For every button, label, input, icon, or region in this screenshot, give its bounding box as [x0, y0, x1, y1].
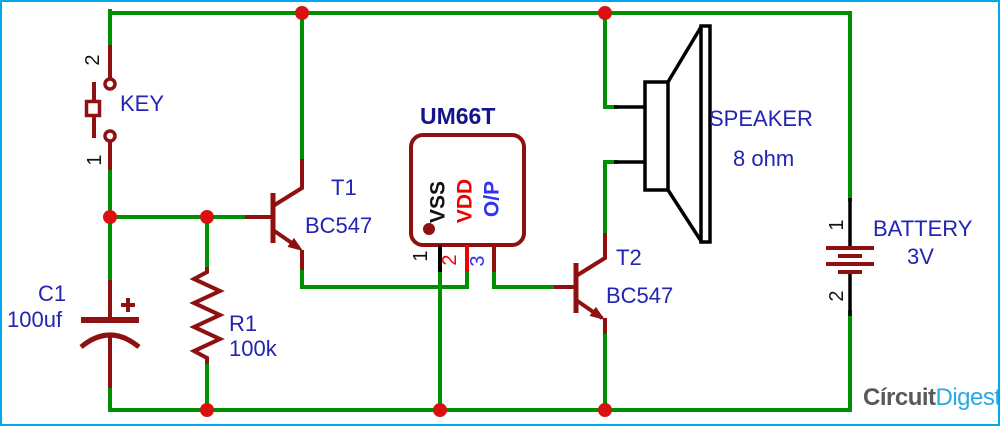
ic-um66t-symbol [409, 133, 526, 272]
t1-emitter-arrow [287, 237, 303, 251]
ic-pin3-number: 3 [467, 255, 489, 267]
wire-t1-emitter-to-vdd [300, 266, 469, 289]
t2-name-label: T2 [616, 245, 642, 270]
t1-name-label: T1 [331, 175, 357, 200]
wire-bottom-rail [108, 310, 852, 412]
transistor-t1-symbol [245, 159, 304, 270]
logo-digest-text: Digest [935, 384, 1000, 411]
logo-circuit-text: Círcuit [863, 384, 936, 411]
r1-name-label: R1 [229, 311, 258, 336]
ic-title-label: UM66T [420, 103, 496, 129]
wire-speaker-top [603, 9, 618, 109]
c1-name-label: C1 [38, 281, 67, 306]
key-pin1-label: 1 [84, 154, 106, 166]
key-contact-top [103, 77, 117, 91]
key-switch-symbol [84, 45, 117, 170]
speaker-cone-top [666, 26, 703, 83]
key-label: KEY [120, 91, 165, 116]
speaker-cone-bottom [666, 189, 703, 242]
key-pin2-label: 2 [82, 54, 104, 66]
speaker-diaphragm [699, 24, 712, 244]
t2-part-label: BC547 [606, 283, 674, 308]
r1-value-label: 100k [229, 336, 277, 361]
t1-part-label: BC547 [305, 213, 373, 238]
wire-top-rail [108, 11, 852, 202]
key-contact-bottom [103, 129, 117, 143]
circuitdigest-logo: CírcuitDigest [863, 384, 1000, 411]
t2-emitter-arrow [589, 306, 605, 320]
ic-pin1-number: 1 [410, 250, 432, 262]
junction-dot [598, 403, 612, 417]
junction-dot [433, 403, 447, 417]
t1-collector [271, 159, 304, 208]
ic-pin1-dot [423, 223, 435, 235]
junction-dot [200, 210, 214, 224]
junction-dot [598, 6, 612, 20]
battery-pin1-label: 1 [826, 219, 848, 231]
junction-dot [200, 403, 214, 417]
resistor-r1-symbol [189, 267, 225, 364]
transistor-t2-symbol [554, 233, 607, 334]
battery-label: BATTERY [873, 216, 973, 241]
speaker-label: SPEAKER [709, 106, 813, 131]
speaker-value-label: 8 ohm [733, 146, 795, 171]
key-button [84, 99, 102, 118]
wire-speaker-to-t2 [603, 160, 618, 238]
junction-dots [103, 6, 612, 417]
ic-op-label: O/P [480, 180, 504, 218]
ic-vss-label: VSS [426, 180, 450, 224]
junction-dot [103, 210, 117, 224]
battery-value-label: 3V [907, 244, 934, 269]
ic-vdd-label: VDD [453, 178, 477, 224]
t2-collector [574, 233, 607, 278]
capacitor-c1-symbol [79, 280, 141, 388]
speaker-symbol [614, 24, 712, 244]
wire-net [108, 9, 852, 412]
battery-plates [826, 246, 874, 274]
wire-op-to-t2-base [492, 269, 556, 289]
ic-pin2-number: 2 [439, 254, 461, 266]
speaker-magnet [643, 80, 670, 192]
c1-value-label: 100uf [7, 307, 63, 332]
junction-dot [295, 6, 309, 20]
battery-pin2-label: 2 [826, 290, 848, 302]
battery-symbol [826, 198, 874, 316]
